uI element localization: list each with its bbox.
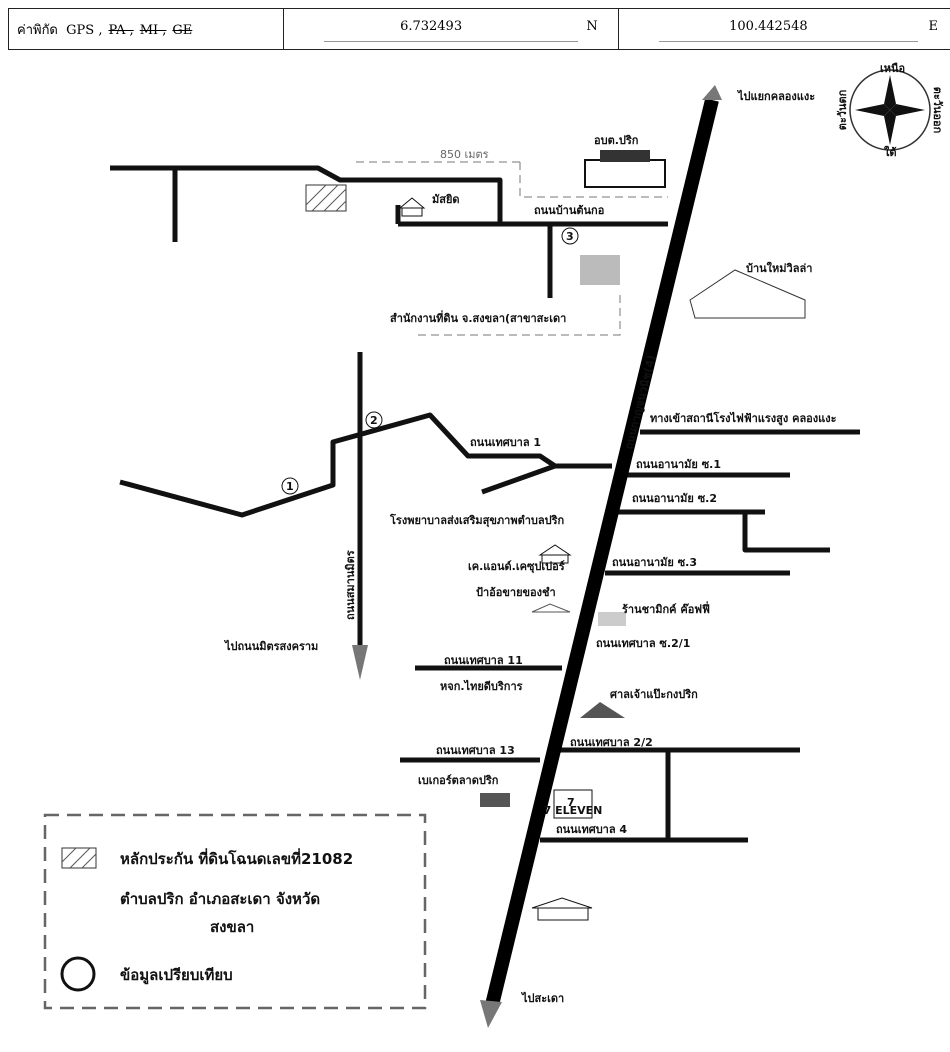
label-obt-prik: อบต.ปริก	[594, 134, 639, 147]
label-anamai-3: ถนนอานามัย ซ.3	[612, 556, 697, 569]
label-kk-super: เค.แอนด์.เคซุปเปอร์	[468, 560, 565, 574]
label-anamai-2: ถนนอานามัย ซ.2	[632, 492, 717, 505]
compass-south: ใต้	[884, 145, 897, 159]
label-cha-mik-coffee: ร้านชามิกค์ ค๊อฟฟี่	[622, 601, 710, 616]
legend-comparison: ข้อมูลเปรียบเทียบ	[120, 966, 233, 985]
label-anamai-1: ถนนอานามัย ซ.1	[636, 458, 721, 471]
label-thetsaban-1: ถนนเทศบาล 1	[470, 436, 541, 449]
land-office-icon	[580, 255, 620, 285]
coord-label-cell: ค่าพิกัด GPS , PA , MI , GE	[9, 9, 285, 49]
coord-label: ค่าพิกัด	[17, 23, 58, 38]
label-thetsaban-4: ถนนเทศบาล 4	[556, 823, 627, 836]
compass-north: เหนือ	[880, 62, 905, 75]
house-icon	[531, 897, 593, 921]
label-to-mitr: ไปถนนมิตรสงคราม	[223, 639, 318, 653]
label-ban-mai-villa: บ้านใหม่วิลล่า	[746, 261, 812, 275]
compass-east: ตะวันออก	[931, 87, 944, 134]
label-distance: 850 เมตร	[440, 148, 489, 161]
longitude-cell: 100.442548 E	[619, 9, 950, 49]
arrow-up-icon	[702, 85, 722, 100]
arrow-down-icon	[480, 1000, 502, 1028]
compass-icon: เหนือ ใต้ ตะวันตก ตะวันออก	[836, 62, 944, 159]
main-road	[485, 98, 719, 1007]
seven-eleven-icon: 7 ELEVEN 7	[544, 789, 603, 819]
compass-west: ตะวันตก	[836, 89, 849, 130]
label-thetsaban-11: ถนนเทศบาล 11	[444, 654, 523, 667]
comparison-legend-icon	[60, 956, 96, 992]
legend-location: ตำบลปริก อำเภอสะเดา จังหวัด	[120, 890, 320, 908]
obt-building-icon	[584, 159, 666, 188]
label-land-office: สำนักงานที่ดิน จ.สงขลา(สาขาสะเดา	[390, 310, 566, 325]
pa-label: PA ,	[108, 23, 134, 38]
label-sommit-road: ถนนสมานมิตร	[344, 550, 357, 620]
arrow-icon	[352, 645, 368, 680]
label-thetsaban-2-2: ถนนเทศบาล 2/2	[570, 736, 653, 749]
ge-label: GE	[172, 23, 193, 38]
longitude-dir: E	[928, 19, 938, 34]
marker-3: 3	[566, 230, 574, 243]
cafe-icon	[598, 612, 626, 626]
legend: หลักประกัน ที่ดินโฉนดเลขที่21082 ตำบลปริ…	[43, 813, 427, 1010]
house-icon	[531, 603, 571, 613]
label-power-station: ทางเข้าสถานีโรงไฟฟ้าแรงสูง คลองแงะ	[650, 411, 837, 426]
marker-1: 1	[286, 480, 294, 493]
comparison-markers: 1 2 3	[281, 227, 579, 495]
label-ban-ton-kho-road: ถนนบ้านต้นกอ	[534, 204, 604, 217]
latitude-value: 6.732493	[400, 19, 463, 34]
collateral-legend-swatch	[61, 847, 97, 869]
bakery-icon	[480, 793, 510, 807]
longitude-value: 100.442548	[729, 19, 808, 34]
shop-icon	[538, 544, 572, 564]
legend-province: สงขลา	[210, 918, 254, 936]
label-to-khlong-nae: ไปแยกคลองแงะ	[736, 89, 815, 103]
label-bakery: เบเกอร์ตลาดปริก	[418, 774, 499, 787]
svg-text:7: 7	[567, 796, 575, 809]
label-shrine: ศาลเจ้าแป๊ะกงปริก	[610, 688, 698, 701]
label-to-sadao: ไปสะเดา	[520, 991, 564, 1005]
label-thetsaban-13: ถนนเทศบาล 13	[436, 744, 515, 757]
label-mosque: มัสยิด	[432, 193, 460, 206]
latitude-dir: N	[586, 19, 598, 34]
seven-eleven-logo: 7 ELEVEN	[544, 804, 603, 817]
marker-2: 2	[370, 414, 378, 427]
house-icon	[689, 269, 806, 319]
label-hospital: โรงพยาบาลส่งเสริมสุขภาพตำบลปริก	[389, 513, 565, 528]
coordinates-header: ค่าพิกัด GPS , PA , MI , GE 6.732493 N 100.4…	[8, 8, 950, 50]
gps-label: GPS ,	[66, 23, 103, 38]
legend-collateral: หลักประกัน ที่ดินโฉนดเลขที่21082	[120, 848, 353, 868]
label-thetsaban-2-1: ถนนเทศบาล ซ.2/1	[596, 637, 690, 650]
label-pa-or: ป้าอ้อขายของชำ	[476, 586, 556, 599]
mi-label: MI ,	[139, 23, 167, 38]
shrine-icon	[580, 702, 625, 718]
roads	[110, 85, 860, 1028]
label-thai-dee: หจก.ไทยดีบริการ	[440, 679, 523, 693]
latitude-cell: 6.732493 N	[284, 9, 619, 49]
mosque-icon	[398, 197, 426, 217]
